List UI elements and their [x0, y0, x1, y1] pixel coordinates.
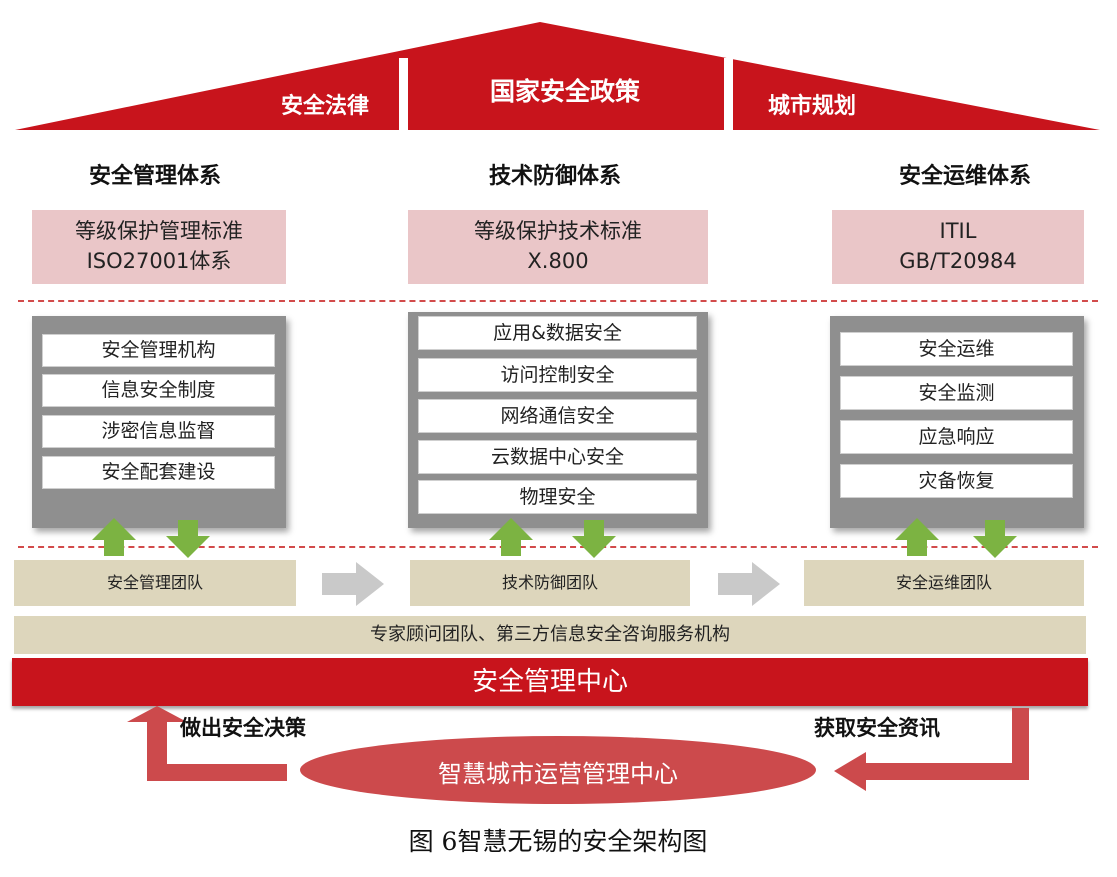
standard-line2: ISO27001体系	[86, 249, 232, 273]
panel-item: 物理安全	[418, 480, 697, 514]
dashed-separator-top	[18, 300, 1098, 302]
roof-right-label: 城市规划	[767, 94, 856, 119]
expert-bar: 专家顾问团队、第三方信息安全咨询服务机构	[14, 616, 1086, 654]
roof-center-label: 国家安全政策	[489, 77, 640, 106]
roof-divider-right	[724, 58, 733, 130]
team-bar-management: 安全管理团队	[14, 560, 296, 606]
panel-item: 网络通信安全	[418, 399, 697, 433]
roof-left-label: 安全法律	[280, 94, 369, 119]
heading-operations: 安全运维体系	[898, 164, 1031, 189]
panel-item: 涉密信息监督	[42, 415, 275, 448]
roof	[15, 22, 1100, 130]
standard-line1: 等级保护技术标准	[474, 219, 642, 243]
panel-item: 云数据中心安全	[418, 440, 697, 474]
dashed-separator-bottom	[18, 546, 1098, 548]
panel-item: 信息安全制度	[42, 374, 275, 407]
standard-line1: ITIL	[939, 219, 977, 243]
right-arrow-icon	[322, 562, 384, 606]
ops-center-label: 智慧城市运营管理中心	[438, 760, 678, 788]
left-flow-label: 做出安全决策	[180, 716, 306, 740]
team-bar-technical: 技术防御团队	[410, 560, 690, 606]
panel-management: 安全管理机构 信息安全制度 涉密信息监督 安全配套建设	[32, 316, 286, 528]
panel-technical: 应用&数据安全 访问控制安全 网络通信安全 云数据中心安全 物理安全	[408, 312, 708, 528]
right-flow-line	[1012, 708, 1029, 780]
standard-line2: X.800	[527, 249, 589, 273]
panel-item: 安全运维	[840, 332, 1073, 366]
standard-line2: GB/T20984	[899, 249, 1017, 273]
roof-divider-left	[399, 58, 408, 130]
team-bar-operations: 安全运维团队	[804, 560, 1084, 606]
standard-line1: 等级保护管理标准	[75, 219, 243, 243]
right-arrow-icon	[718, 562, 780, 606]
panel-item: 访问控制安全	[418, 358, 697, 392]
security-management-center-bar: 安全管理中心	[12, 658, 1088, 706]
left-flow-line	[147, 764, 287, 781]
panel-item: 灾备恢复	[840, 464, 1073, 498]
panel-item: 应用&数据安全	[418, 316, 697, 350]
heading-technical: 技术防御体系	[488, 164, 621, 189]
standard-box-technical: 等级保护技术标准 X.800	[408, 210, 708, 284]
left-flow-arrow-icon	[834, 752, 866, 791]
figure-caption: 图 6智慧无锡的安全架构图	[408, 827, 708, 856]
panel-item: 安全监测	[840, 376, 1073, 410]
standard-box-management: 等级保护管理标准 ISO27001体系	[32, 210, 286, 284]
heading-management: 安全管理体系	[88, 164, 221, 189]
standard-box-operations: ITIL GB/T20984	[832, 210, 1084, 284]
panel-item: 安全配套建设	[42, 456, 275, 489]
panel-item: 安全管理机构	[42, 334, 275, 367]
panel-operations: 安全运维 安全监测 应急响应 灾备恢复	[830, 316, 1084, 528]
up-flow-arrow-icon	[127, 706, 187, 764]
panel-item: 应急响应	[840, 420, 1073, 454]
right-flow-line-horizontal	[866, 763, 1029, 780]
roof-shape	[15, 22, 1100, 130]
right-flow-label: 获取安全资讯	[814, 716, 940, 740]
